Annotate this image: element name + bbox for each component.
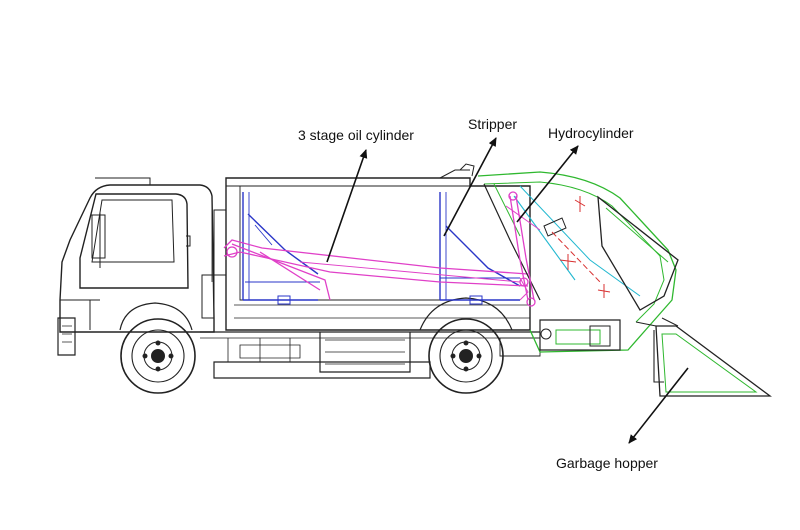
callout-arrows	[326, 137, 689, 444]
blue-frame	[242, 192, 521, 305]
arrow-icon	[516, 145, 579, 223]
label-hydrocylinder: Hydrocylinder	[548, 125, 634, 141]
rear-wheel	[419, 297, 513, 394]
oil-cylinder-drawing	[223, 239, 529, 301]
arrow-icon	[628, 367, 689, 444]
label-stripper: Stripper	[468, 116, 518, 132]
container-body	[211, 163, 531, 331]
garbage-hopper-drawing	[635, 317, 772, 397]
hydrocylinder-drawing	[505, 191, 541, 307]
tailgate-compactor	[477, 171, 679, 353]
front-wheel	[120, 318, 196, 394]
arrow-icon	[326, 149, 368, 263]
label-3-stage-oil-cylinder: 3 stage oil cylinder	[298, 127, 414, 143]
truck-chassis	[200, 331, 541, 379]
truck-cab	[57, 177, 215, 356]
label-garbage-hopper: Garbage hopper	[556, 455, 658, 471]
arrow-icon	[443, 137, 497, 237]
